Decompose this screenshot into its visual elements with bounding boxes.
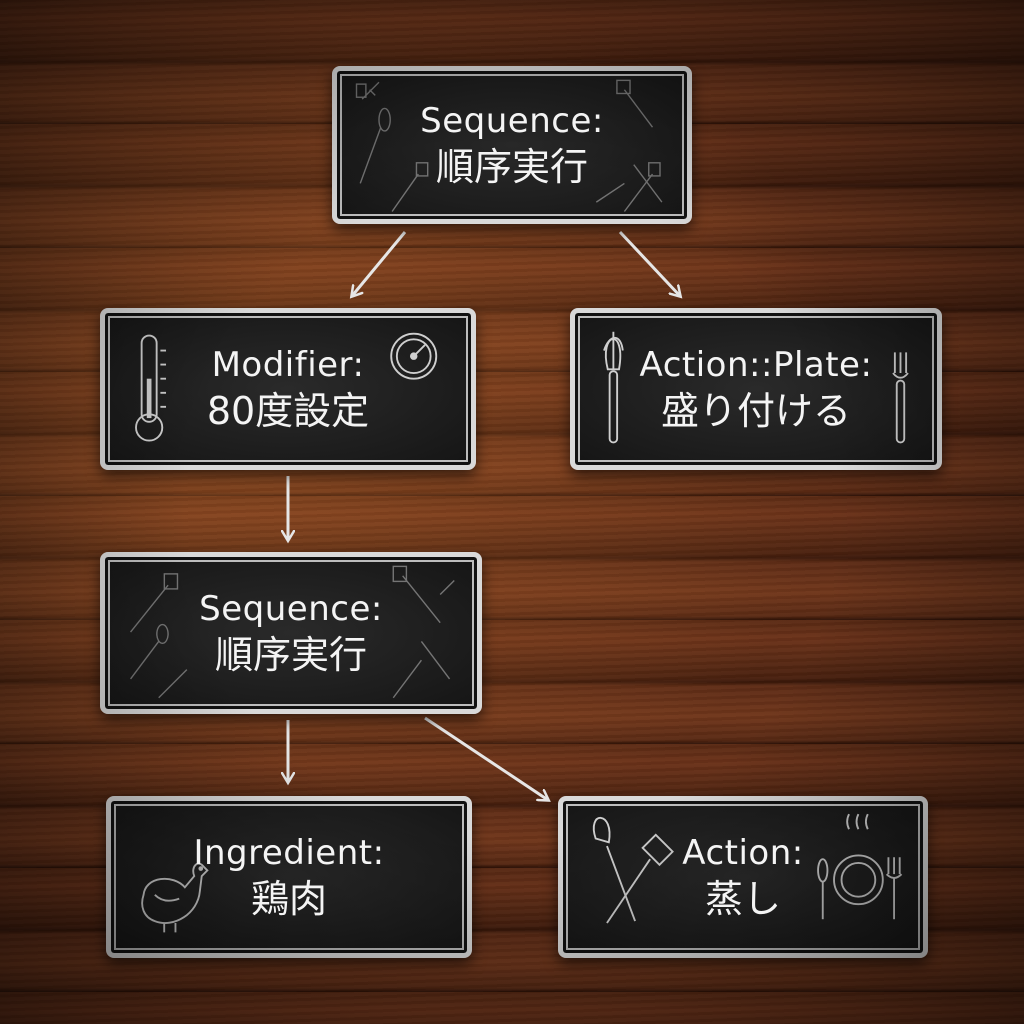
node-type-label: Modifier: bbox=[211, 345, 365, 385]
node-action-plate[interactable]: Action::Plate: 盛り付ける bbox=[570, 308, 942, 470]
node-type-label: Action::Plate: bbox=[639, 345, 873, 385]
node-action[interactable]: Action: 蒸し bbox=[558, 796, 928, 958]
node-modifier[interactable]: Modifier: 80度設定 bbox=[100, 308, 476, 470]
edge-seq2-act bbox=[424, 716, 548, 800]
edge-seq1-plate bbox=[618, 230, 680, 296]
node-value-label: 鶏肉 bbox=[250, 877, 327, 921]
node-value-label: 盛り付ける bbox=[660, 389, 851, 433]
node-type-label: Action: bbox=[682, 833, 804, 873]
node-sequence-child[interactable]: Sequence: 順序実行 bbox=[100, 552, 482, 714]
node-value-label: 蒸し bbox=[704, 877, 781, 921]
node-type-label: Sequence: bbox=[420, 101, 604, 141]
node-ingredient[interactable]: Ingredient: 鶏肉 bbox=[106, 796, 472, 958]
node-sequence-root[interactable]: Sequence: 順序実行 bbox=[332, 66, 692, 224]
node-type-label: Sequence: bbox=[199, 589, 383, 629]
node-value-label: 順序実行 bbox=[214, 633, 367, 677]
node-value-label: 80度設定 bbox=[206, 389, 370, 433]
edge-seq1-mod bbox=[352, 231, 407, 296]
node-type-label: Ingredient: bbox=[193, 833, 385, 873]
node-value-label: 順序実行 bbox=[435, 145, 588, 189]
